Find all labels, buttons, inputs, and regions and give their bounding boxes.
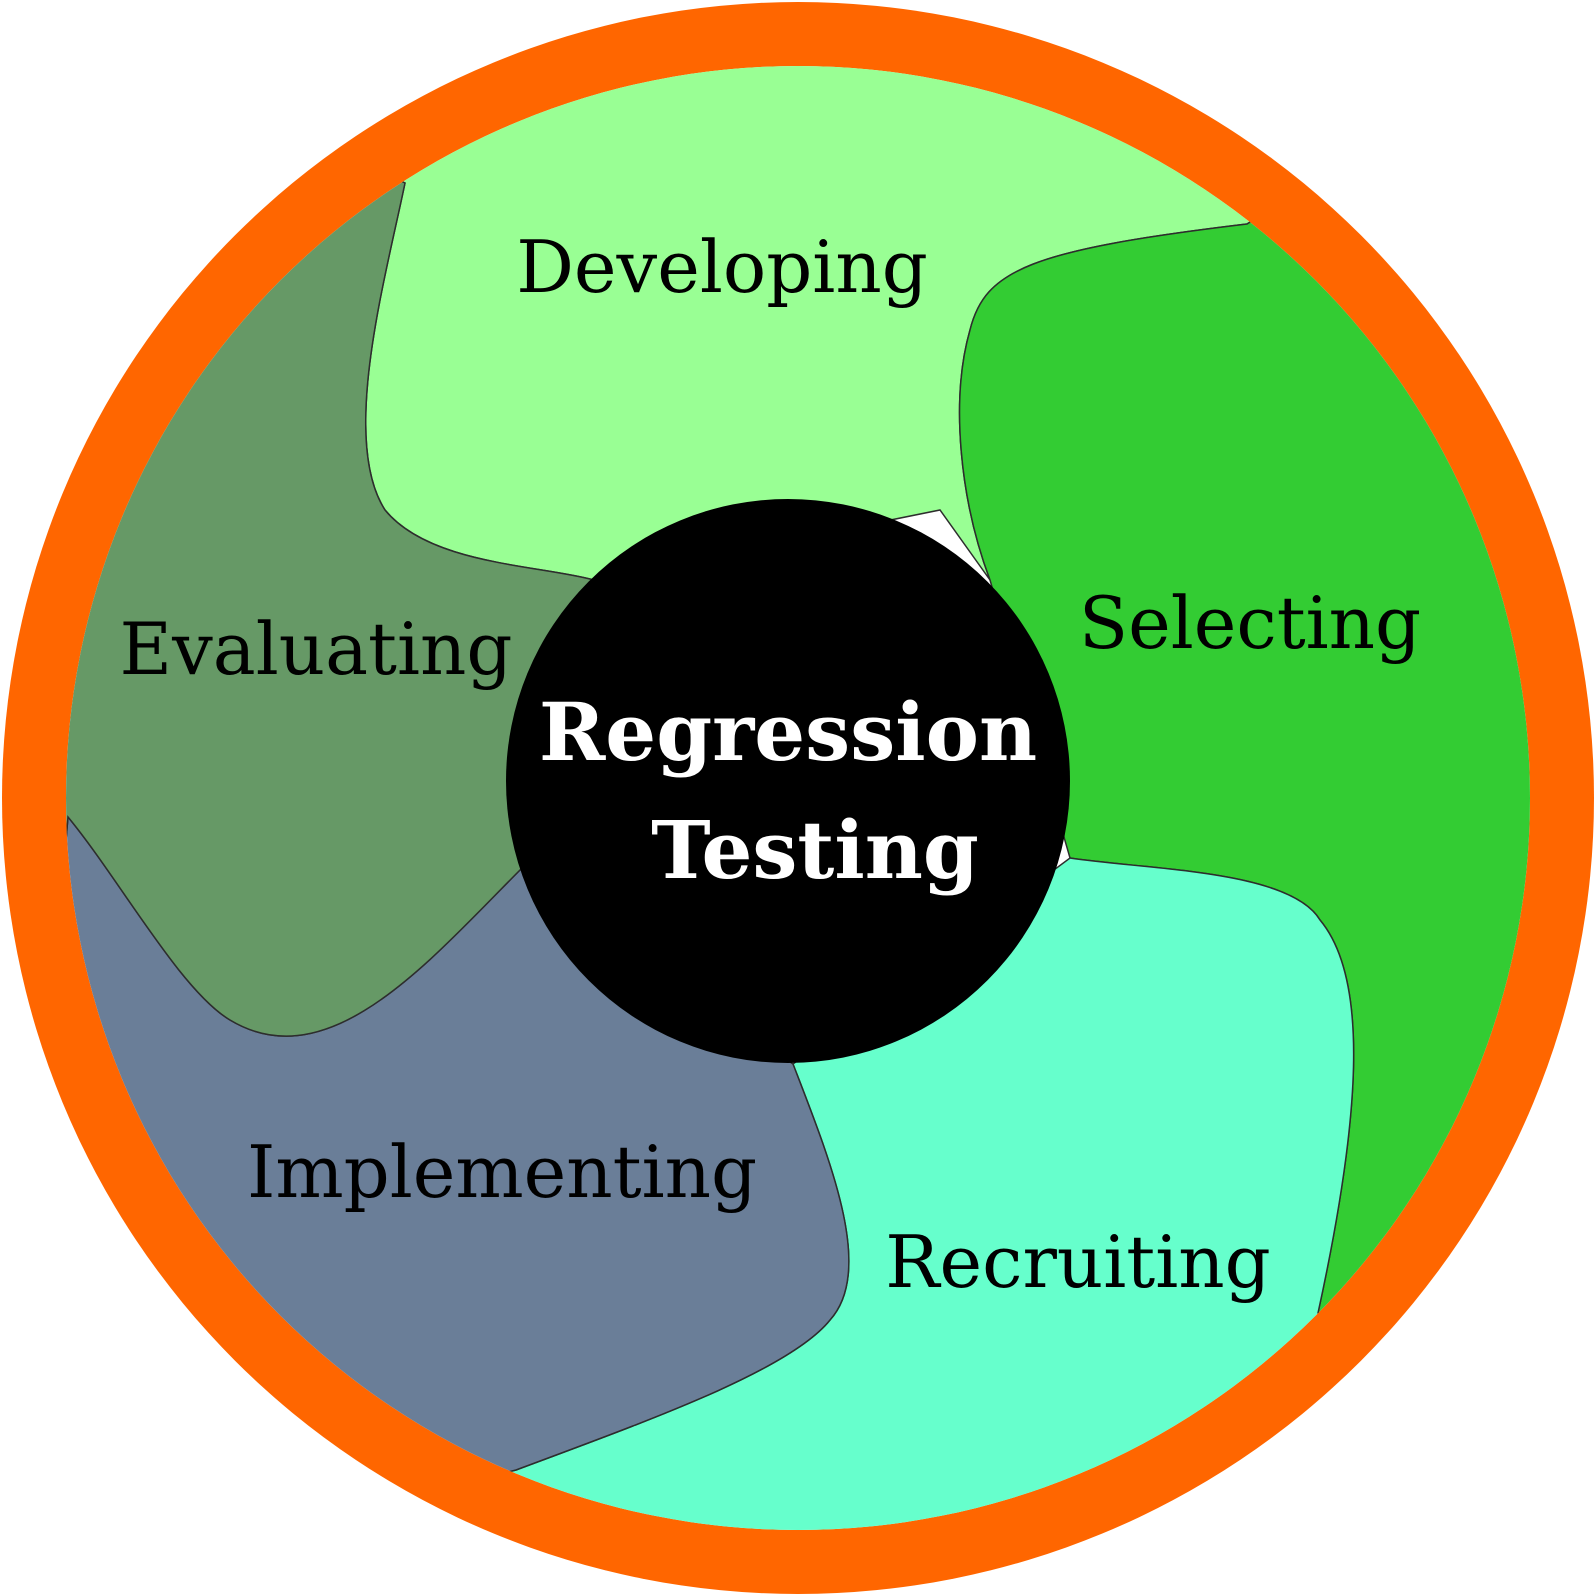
label-evaluating: Evaluating	[120, 607, 513, 691]
label-selecting: Selecting	[1079, 581, 1421, 665]
center-title-line-1: Regression	[539, 685, 1037, 779]
center-circle	[506, 499, 1070, 1063]
label-recruiting: Recruiting	[885, 1220, 1270, 1304]
label-implementing: Implementing	[247, 1130, 757, 1214]
center-title-line-2: Testing	[651, 803, 979, 897]
label-developing: Developing	[516, 225, 928, 309]
